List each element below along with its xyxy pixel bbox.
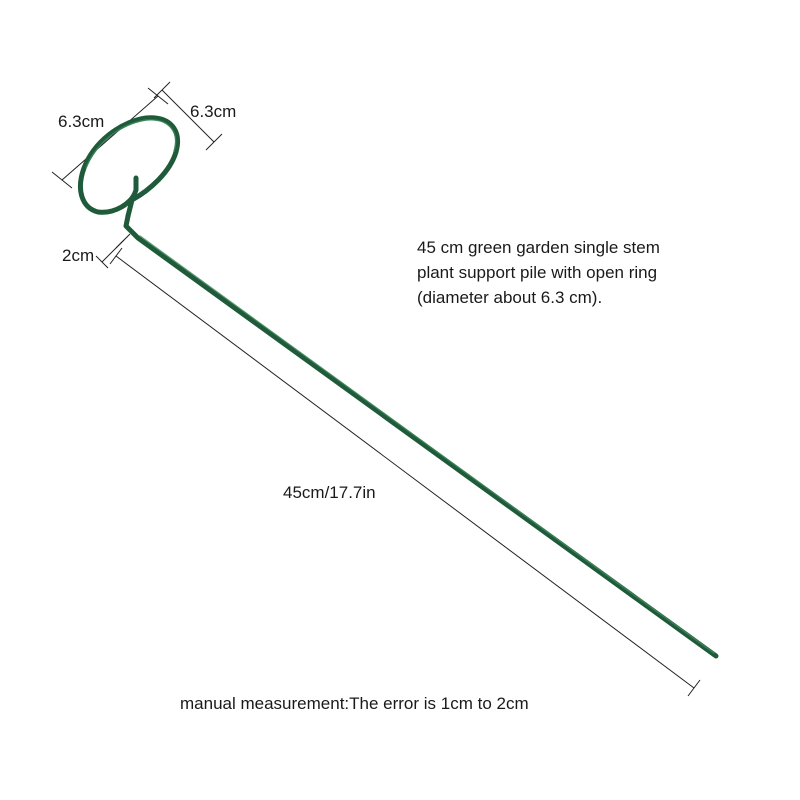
dimension-length — [109, 247, 701, 697]
stake-rod-highlight — [139, 235, 715, 654]
description-line: (diameter about 6.3 cm). — [417, 288, 603, 307]
open-ring — [78, 115, 180, 219]
measurement-note: manual measurement:The error is 1cm to 2… — [180, 694, 529, 713]
plant-stake — [78, 115, 719, 659]
open-ring-highlight — [85, 119, 177, 169]
dimension-ring-height — [153, 81, 223, 151]
ring-width-label: 6.3cm — [58, 112, 105, 131]
offset-label: 2cm — [62, 246, 95, 265]
dimension-ring-width — [51, 87, 169, 189]
product-description: 45 cm green garden single stem plant sup… — [417, 235, 777, 310]
description-line: plant support pile with open ring — [417, 263, 658, 282]
dimension-offset — [95, 233, 131, 269]
description-line: 45 cm green garden single stem — [417, 238, 660, 257]
length-label: 45cm/17.7in — [283, 483, 376, 502]
ring-height-label: 6.3cm — [190, 102, 237, 121]
stake-rod — [123, 213, 719, 659]
